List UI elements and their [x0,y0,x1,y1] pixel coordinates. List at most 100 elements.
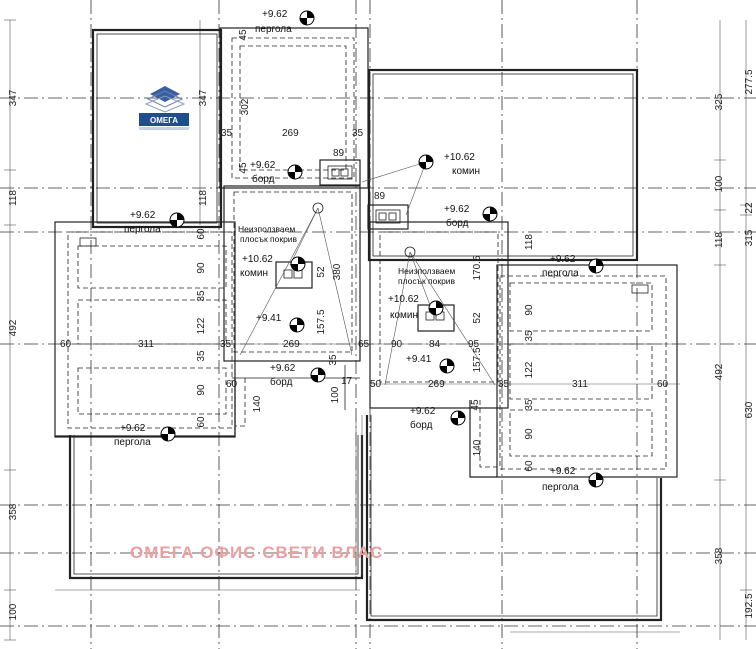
dim-left-347: 347 [8,89,19,106]
dim-right-100: 100 [714,175,725,192]
dim-v17: 17 [341,376,353,387]
label-bord1: борд [252,173,275,185]
dim-45-lower: 45 [238,162,249,174]
elev-bord2: +9.62 [444,204,470,215]
dim-89-b: 89 [374,191,386,202]
dim-row-35r: 35 [498,379,510,390]
elevation-marker-pergola-left [169,212,185,228]
dim-left-60b: 60 [196,416,207,428]
elev-floor2: +9.41 [406,354,432,365]
dim-v170: 170.5 [472,255,483,280]
chimney-top [319,159,361,186]
label-komin2: комин [240,268,268,279]
elev-komin3: +10.62 [388,294,419,305]
elev-komin1: +10.62 [444,152,475,163]
dim-v100: 100 [330,386,341,403]
dim-r35a: 35 [524,330,535,342]
dim-row-84: 84 [429,339,441,350]
dim-right-325: 325 [714,93,725,110]
dim-left-122: 122 [196,317,207,334]
elev-pergola-bottom-left: +9.62 [120,423,146,434]
elevation-marker-pergola-bottom-right [588,472,604,488]
dim-right-277: 277.5 [744,69,755,94]
dim-269-top: 269 [282,128,299,139]
pergola-right [496,264,678,478]
dim-left-492: 492 [8,319,19,336]
dim-r118: 118 [524,234,535,250]
dim-right-315: 315 [744,229,755,246]
dim-row-50: 50 [370,379,382,390]
roof-center-left [223,185,361,362]
dim-35-left: 35 [221,128,233,139]
elevation-markers [160,10,604,488]
left-dimensions: 347 118 492 358 100 [4,19,19,641]
elevation-marker-komin3 [428,300,444,316]
elev-pergola-bottom-right: +9.62 [550,466,576,477]
dim-left-118: 118 [8,190,19,206]
elevation-marker-pergola-bottom-left [160,426,176,442]
chimney-mid [367,204,409,230]
dim-right-358: 358 [714,547,725,564]
dim-inner-347: 347 [198,89,209,106]
dim-left-35a: 35 [196,290,207,302]
dim-v157b: 157.5 [472,347,483,372]
dim-v52a: 52 [316,266,327,278]
roof-slope-lines [239,161,496,386]
dim-left-35b: 35 [196,350,207,362]
dim-35-right: 35 [352,128,364,139]
elevation-marker-bord1 [287,164,303,180]
dim-row-311r: 311 [572,379,588,390]
label-bord3: борд [270,376,293,388]
elevation-marker-floor2 [439,358,455,374]
left-inner-dimensions: 347 118 [198,20,209,225]
elevation-marker-top [299,10,315,26]
elevation-marker-bord3 [310,367,326,383]
roof-label-left-2: плосък покрив [240,234,298,244]
dim-v35a: 35 [328,354,339,366]
dim-right-192: 192.5 [744,593,755,618]
dim-89-a: 89 [333,148,345,159]
dim-left-90b: 90 [196,384,207,396]
dim-r90b: 90 [524,428,535,440]
elevation-marker-bord4 [450,410,466,426]
dim-45-top: 45 [238,29,249,41]
elev-bord4: +9.62 [410,406,436,417]
omega-logo: ОМЕГА [139,86,189,130]
dim-v380: 380 [332,263,343,280]
dim-v157a: 157.5 [316,309,327,334]
dim-302: 302 [240,98,251,115]
dim-row-269: 269 [283,339,300,350]
right-dimensions: 325 100 118 492 358 277.5 22 315 630 192… [714,20,755,640]
elev-pergola-right: +9.62 [550,254,576,265]
dim-row-60: 60 [60,339,72,350]
dim-row-269b: 269 [428,379,445,390]
pergola-left [54,221,236,438]
dim-row-60r: 60 [657,379,669,390]
dim-r60: 60 [524,460,535,472]
elevation-marker-komin1 [418,154,434,170]
dim-r122: 122 [524,361,535,378]
dim-left-90a: 90 [196,262,207,274]
dim-v140b: 140 [472,439,483,456]
logo-text: ОМЕГА [150,116,178,125]
roof-label-right-1: Неизползваем [398,266,455,276]
label-pergola-right: пергола [542,268,579,279]
elev-pergola-left: +9.62 [130,210,156,221]
dim-row-35: 35 [220,339,232,350]
elevation-marker-floor1 [289,317,305,333]
watermark-text: ОМЕГА ОФИС СВЕТИ ВЛАС [130,543,383,562]
dim-v60m: 60 [226,379,238,390]
roof-label-left-1: Неизползваем [238,224,295,234]
dim-v140a: 140 [252,395,263,412]
dim-right-630: 630 [744,401,755,418]
dim-row-95: 95 [468,339,480,350]
label-bord2: борд [446,217,469,229]
dim-r90a: 90 [524,304,535,316]
elev-komin2: +10.62 [242,254,273,265]
elev-bord3: +9.62 [270,363,296,374]
dim-left-60a: 60 [196,228,207,240]
dim-row-311: 311 [138,339,154,350]
dim-row-65: 65 [358,339,370,350]
stair-hatch [355,415,363,575]
